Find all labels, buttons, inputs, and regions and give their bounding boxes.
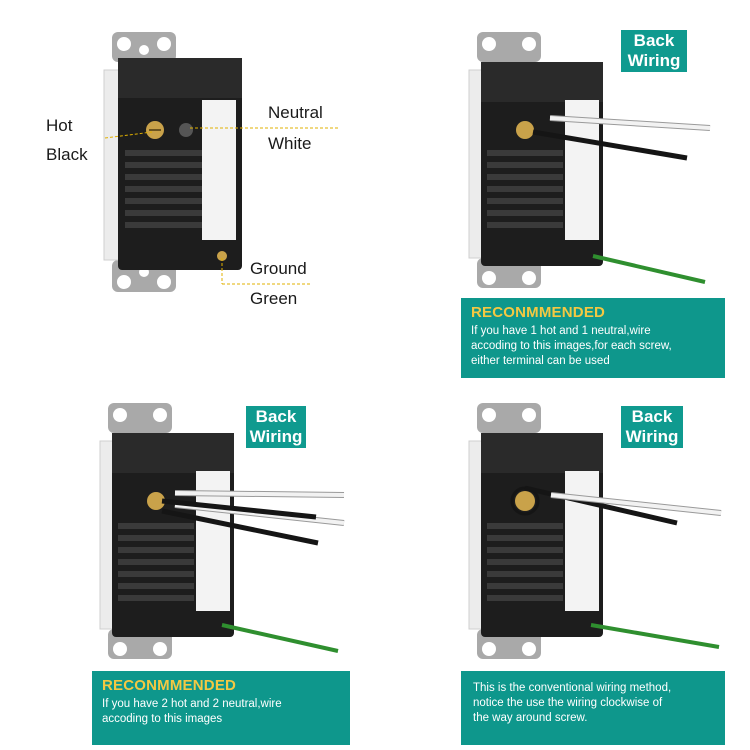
callout-line: accoding to this images,for each screw, xyxy=(471,340,672,352)
outlet-device-back-view xyxy=(103,32,338,292)
hot-screw-icon xyxy=(516,121,534,139)
hot-screw-icon xyxy=(147,492,165,510)
hot-wire xyxy=(532,129,688,161)
callout-line: This is the conventional wiring method, xyxy=(473,682,672,694)
label-sticker xyxy=(202,100,236,240)
callout-line: accoding to this images xyxy=(102,713,223,725)
callout-body: If you have 1 hot and 1 neutral,wire acc… xyxy=(471,324,715,369)
ground-screw-icon xyxy=(217,251,227,261)
hot-wire xyxy=(161,498,317,520)
outlet-device-one-pair xyxy=(468,32,711,288)
recommended-callout: RECONMMENDED If you have 2 hot and 2 neu… xyxy=(92,671,350,745)
recommended-callout: RECONMMENDED If you have 1 hot and 1 neu… xyxy=(461,298,725,378)
conventional-callout: This is the conventional wiring method, … xyxy=(461,671,725,745)
callout-line: If you have 2 hot and 2 neutral,wire xyxy=(102,698,282,710)
callout-line: notice the use the wiring clockwise of xyxy=(473,697,663,709)
callout-body: This is the conventional wiring method, … xyxy=(473,681,713,726)
ground-wire xyxy=(221,623,339,653)
panel-top-left: Hot Black Neutral White Ground Green xyxy=(0,0,375,375)
label-white: White xyxy=(268,134,312,153)
label-hot: Hot xyxy=(46,116,73,135)
label-ground: Ground xyxy=(250,259,307,278)
callout-title: RECONMMENDED xyxy=(102,677,237,694)
neutral-wire xyxy=(174,503,345,525)
neutral-screw-icon xyxy=(179,123,193,137)
panel-bottom-left: Back Wiring RECONMMENDED If you have 2 h… xyxy=(0,375,375,750)
callout-line: the way around screw. xyxy=(473,712,588,724)
tag-line-1: Back xyxy=(633,31,675,50)
hot-screw-icon xyxy=(515,491,535,511)
callout-title: RECONMMENDED xyxy=(471,304,606,321)
callout-line: If you have 1 hot and 1 neutral,wire xyxy=(471,325,651,337)
hot-wire xyxy=(161,508,319,546)
panel-bottom-right: Back Wiring This is the conventional wir… xyxy=(375,375,750,750)
tag-line-2: Wiring xyxy=(249,427,303,446)
label-green: Green xyxy=(250,289,298,308)
callout-body: If you have 2 hot and 2 neutral,wire acc… xyxy=(102,697,340,727)
tag-line-2: Wiring xyxy=(625,427,679,446)
neutral-wire xyxy=(550,493,722,515)
back-wiring-tag: Back Wiring xyxy=(621,30,687,72)
tag-line-2: Wiring xyxy=(627,51,681,70)
outlet-device-two-pair xyxy=(99,403,345,659)
label-neutral: Neutral xyxy=(268,103,323,122)
back-wiring-tag: Back Wiring xyxy=(621,406,683,448)
hot-wire xyxy=(524,485,678,526)
outlet-device-clockwise xyxy=(468,403,722,659)
neutral-wire xyxy=(174,491,345,497)
label-black: Black xyxy=(46,145,88,164)
tag-line-1: Back xyxy=(631,407,673,426)
back-wiring-tag: Back Wiring xyxy=(246,406,306,448)
ground-wire xyxy=(592,254,706,284)
panel-top-right: Back Wiring RECONMMENDED If you have 1 h… xyxy=(375,0,750,378)
tag-line-1: Back xyxy=(255,407,297,426)
ground-wire xyxy=(590,623,720,649)
callout-line: either terminal can be used xyxy=(471,355,610,367)
